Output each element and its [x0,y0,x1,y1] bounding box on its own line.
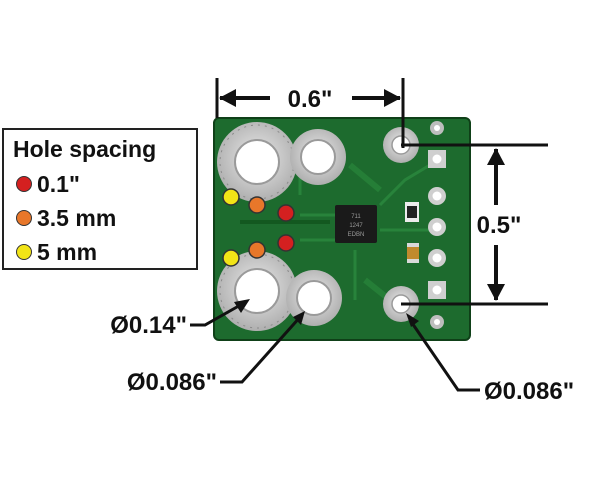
height-label: 0.5" [477,212,522,239]
legend-dot-yellow [16,244,32,260]
dot-red-bottom [277,234,295,252]
dot-red-top [277,204,295,222]
callout-small-hole-left: Ø0.086" [127,311,305,396]
width-label: 0.6" [288,86,333,113]
capacitor [407,243,419,263]
callout-large-hole: Ø0.14" [110,299,250,339]
mounting-hole-small-top [290,129,346,185]
small-hole-left-label: Ø0.086" [127,369,217,396]
header-pins [428,121,446,329]
legend-label: 3.5 mm [37,204,117,231]
legend-item-5mm: 5 mm [16,239,97,265]
dot-yellow-bottom [222,249,240,267]
legend-item-3.5mm: 3.5 mm [16,205,116,231]
small-hole-right-label: Ø0.086" [484,378,574,405]
large-hole-label: Ø0.14" [110,312,187,339]
dot-orange-top [248,196,266,214]
legend-label: 5 mm [37,238,98,265]
chip-line-3: EDBN [348,232,365,238]
legend-dot-red [16,176,32,192]
height-dimension: 0.5" [401,143,548,306]
legend-title: Hole spacing [13,136,157,162]
hole-spacing-legend: Hole spacing 0.1" 3.5 mm 5 mm [2,128,198,270]
legend-item-0.1in: 0.1" [16,171,80,197]
legend-label: 0.1" [37,170,80,197]
resistor [405,202,419,222]
mounting-hole-small-bottom [286,270,342,326]
callout-small-hole-right: Ø0.086" [406,313,574,405]
chip-line-1: 711 [351,214,361,220]
dot-yellow-top [222,188,240,206]
legend-dot-orange [16,210,32,226]
chip-line-2: 1247 [349,223,363,229]
dot-orange-bottom [248,241,266,259]
width-dimension: 0.6" [215,78,405,148]
sensor-chip: 711 1247 EDBN [335,205,377,243]
spacing-dots [222,188,295,267]
